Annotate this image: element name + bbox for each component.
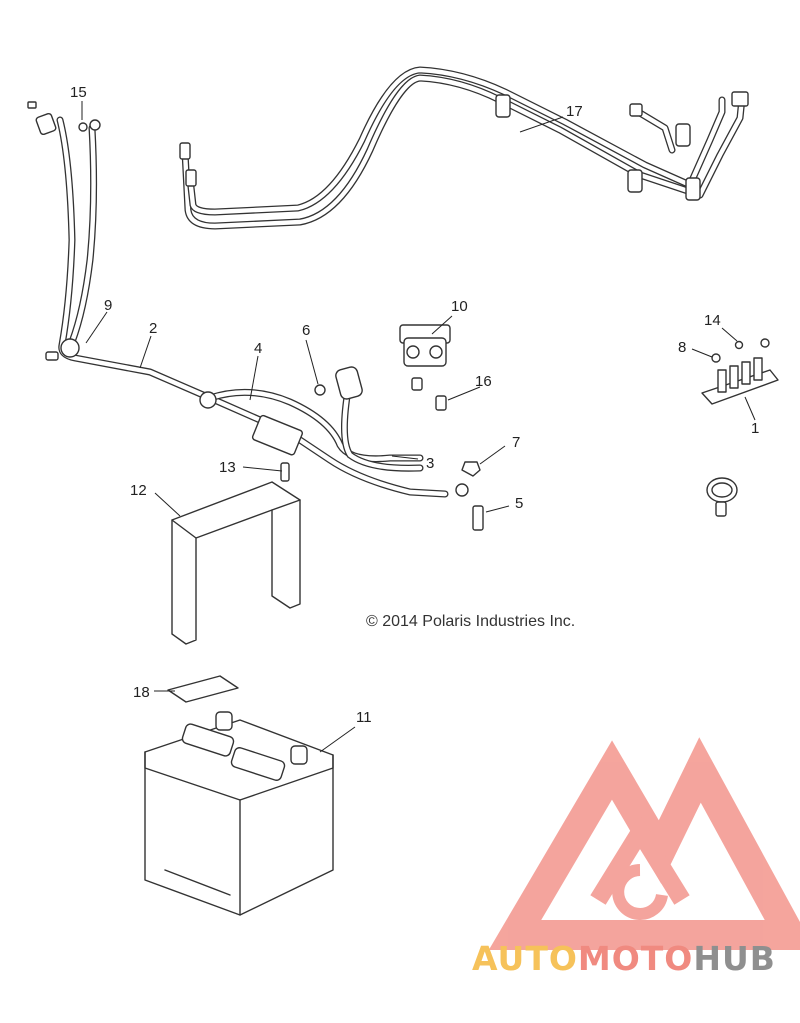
- nut-15: [78, 122, 88, 132]
- callout-18: 18: [133, 684, 150, 701]
- callout-11: 11: [356, 709, 372, 726]
- automotohub-logo: [488, 737, 800, 950]
- cable-clamp: [706, 477, 738, 517]
- leader-lines: [81, 101, 756, 753]
- screw-8: [711, 353, 721, 363]
- callout-17: 17: [566, 103, 583, 120]
- callout-6: 6: [302, 322, 310, 339]
- main-cable-harness-2-4: [27, 101, 469, 498]
- callout-10: 10: [451, 298, 468, 315]
- copyright-notice: © 2014 Polaris Industries Inc.: [366, 613, 575, 630]
- callout-labels: 15 17 10 9 2 4 6 14 8 16 1 7 3 13 12 5 1…: [70, 84, 759, 726]
- solenoid-10: [399, 324, 451, 367]
- callout-9: 9: [104, 297, 112, 314]
- callout-1: 1: [751, 420, 759, 437]
- callout-14: 14: [704, 312, 721, 329]
- nut-14: [734, 340, 744, 350]
- callout-3: 3: [426, 455, 434, 472]
- watermark-moto: MOTO: [578, 939, 693, 978]
- callout-5: 5: [515, 495, 523, 512]
- cable-harness-17: [179, 66, 749, 230]
- stud-5: [472, 505, 484, 531]
- battery-bracket-12: [171, 481, 301, 645]
- callout-4: 4: [254, 340, 262, 357]
- screw-16a: [411, 377, 423, 391]
- screw-13: [280, 462, 290, 482]
- terminal-block-1: [701, 338, 779, 405]
- battery-11: [144, 711, 334, 916]
- callout-16: 16: [475, 373, 492, 390]
- svg-text:AUTOMOTOHUB: AUTOMOTOHUB: [472, 939, 776, 978]
- callout-13: 13: [219, 459, 236, 476]
- watermark-auto: AUTO: [472, 939, 578, 978]
- watermark-hub: HUB: [693, 939, 776, 978]
- nut-7: [461, 461, 481, 477]
- callout-7: 7: [512, 434, 520, 451]
- callout-2: 2: [149, 320, 157, 337]
- battery-pad-18: [167, 675, 239, 703]
- nut-6: [314, 384, 326, 396]
- fasteners: [78, 122, 484, 531]
- callout-8: 8: [678, 339, 686, 356]
- screw-16b: [435, 395, 447, 411]
- callout-15: 15: [70, 84, 87, 101]
- callout-12: 12: [130, 482, 147, 499]
- battery-cable-3: [335, 366, 424, 472]
